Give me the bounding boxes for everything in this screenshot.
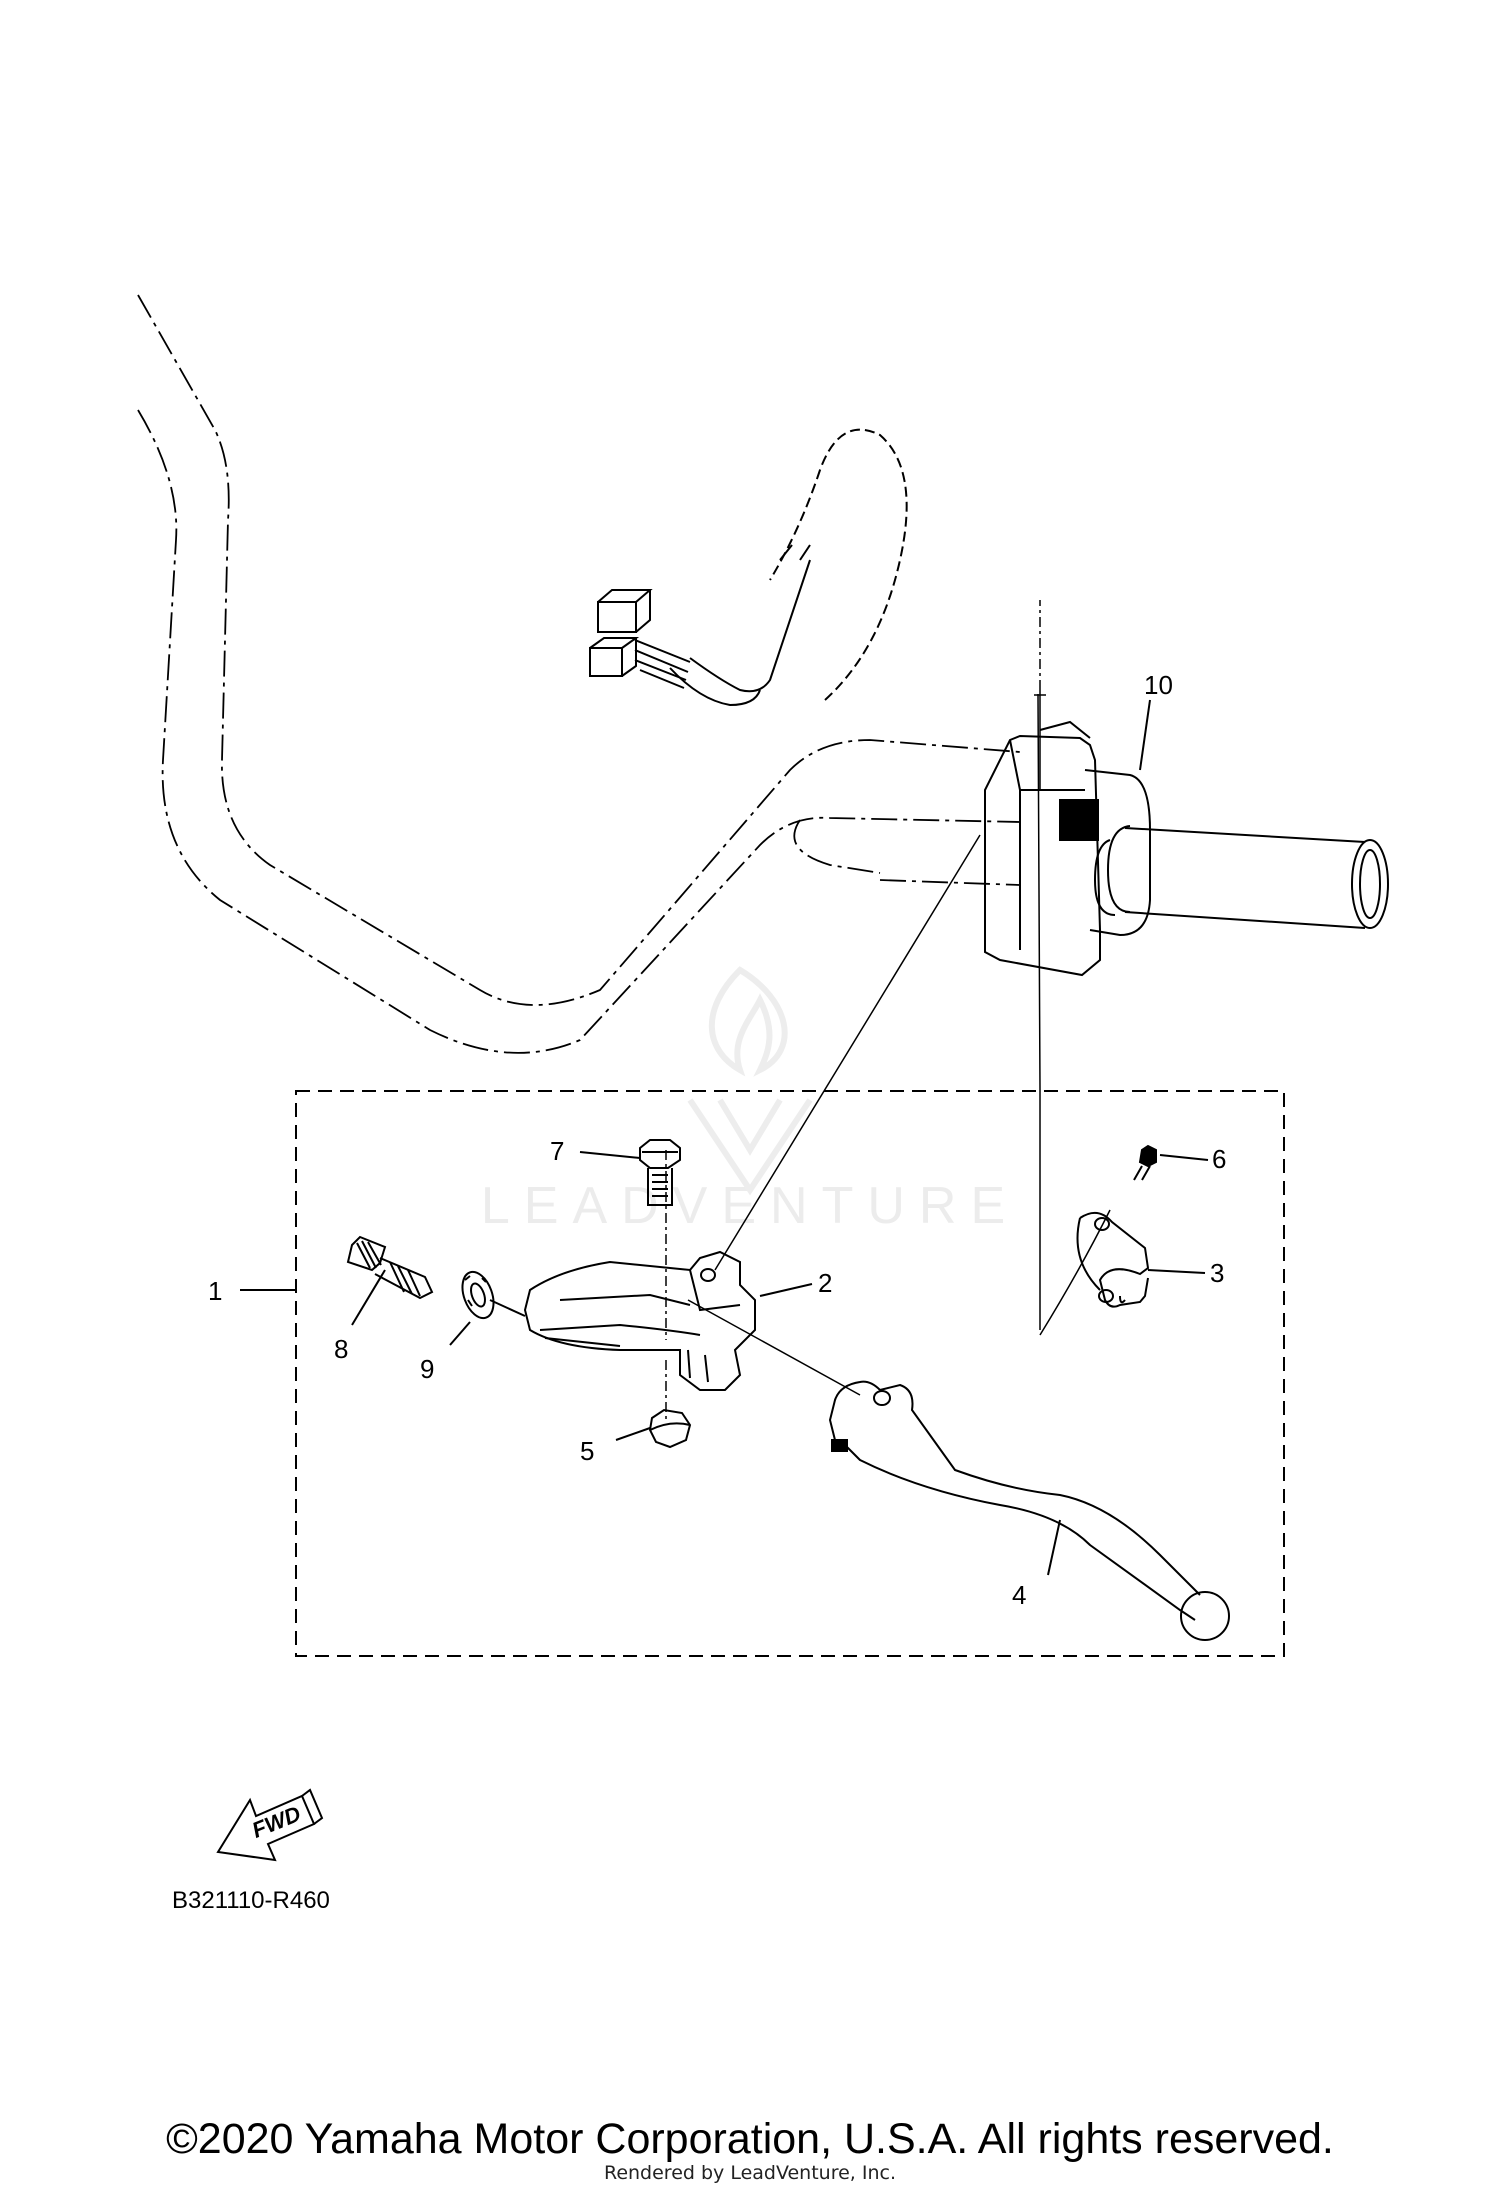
nut	[648, 1408, 692, 1449]
leader-lines	[240, 699, 1209, 1576]
callout-4: 4	[1012, 1580, 1026, 1610]
handlebar-grip	[1106, 825, 1389, 929]
rendered-by-notice: Rendered by LeadVenture, Inc.	[603, 2162, 897, 2184]
callout-7: 7	[550, 1136, 564, 1166]
screw	[1133, 1144, 1157, 1181]
fwd-arrow-icon	[216, 1788, 324, 1862]
callout-5: 5	[580, 1436, 594, 1466]
adjuster	[346, 1235, 434, 1300]
callout-3: 3	[1210, 1258, 1224, 1288]
wire-harness	[589, 428, 908, 707]
diagram-code: B321110-R460	[172, 1887, 330, 1914]
assembly-guides	[665, 600, 1111, 1420]
watermark-logo	[687, 966, 813, 1196]
callout-10: 10	[1144, 670, 1173, 700]
handlebar	[137, 294, 1021, 1054]
callout-1: 1	[208, 1276, 222, 1306]
adjuster-wheel	[461, 1270, 526, 1320]
callout-6: 6	[1212, 1144, 1226, 1174]
handlebar-switch	[984, 720, 1151, 977]
callout-2: 2	[818, 1268, 832, 1298]
copyright-notice: ©2020 Yamaha Motor Corporation, U.S.A. A…	[166, 2115, 1334, 2163]
callout-9: 9	[420, 1354, 434, 1384]
lever-holder	[523, 1250, 756, 1391]
kit-boundary	[295, 1090, 1285, 1657]
clamp	[1076, 1211, 1150, 1308]
bolt	[639, 1139, 681, 1206]
brake-lever	[828, 1380, 1230, 1641]
callout-8: 8	[334, 1334, 348, 1364]
